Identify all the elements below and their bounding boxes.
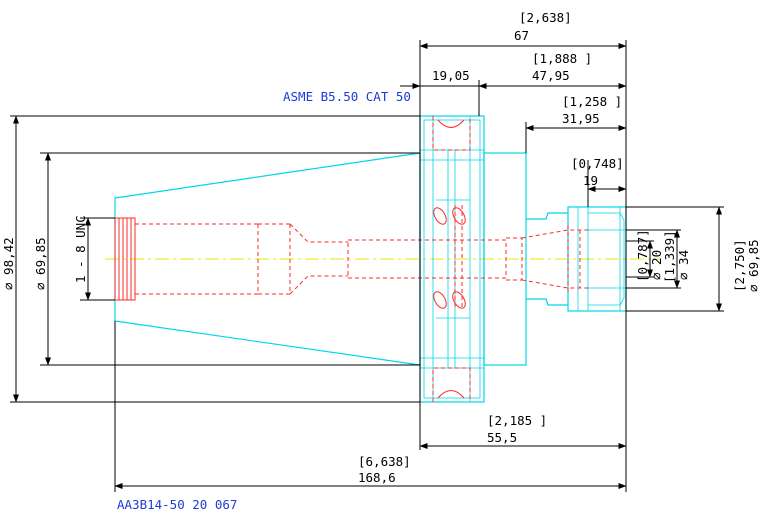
internal-bore (114, 116, 590, 402)
dim-5-mm: 168,6 (358, 470, 396, 485)
total-length-mm: 67 (514, 28, 529, 43)
dia-r2-in: [1,339] (662, 230, 677, 283)
part-number: AA3B14-50 20 067 (117, 497, 237, 512)
dia-r3-in: [2,750] (732, 239, 747, 292)
total-length-in: [2,638] (519, 10, 572, 25)
flange-diameter: ⌀ 98,42 (1, 237, 16, 290)
dia-r1-mm: ⌀ 20 (649, 250, 664, 280)
dim-1-mm: 47,95 (532, 68, 570, 83)
dia-r1-in: [0,787] (635, 229, 650, 282)
dim-4-mm: 55,5 (487, 430, 517, 445)
spec-label: ASME B5.50 CAT 50 (283, 89, 411, 104)
thread-label: 1 - 8 UNC (73, 215, 88, 283)
dim-5-in: [6,638] (358, 454, 411, 469)
dia-r2-mm: ⌀ 34 (676, 250, 691, 280)
dim-1-in: [1,888 ] (532, 51, 592, 66)
gauge-diameter: ⌀ 69,85 (33, 237, 48, 290)
dia-r3-mm: ⌀ 69,85 (746, 239, 761, 292)
dim-2-in: [1,258 ] (562, 94, 622, 109)
dim-3-in: [0,748] (571, 156, 624, 171)
dim-2-mm: 31,95 (562, 111, 600, 126)
dim-4-in: [2,185 ] (487, 413, 547, 428)
dim-3-mm: 19 (583, 173, 598, 188)
flange-width-mm: 19,05 (432, 68, 470, 83)
labels: ASME B5.50 CAT 50 AA3B14-50 20 067 [2,63… (1, 10, 761, 512)
body (483, 152, 527, 366)
dimensions (10, 40, 724, 492)
